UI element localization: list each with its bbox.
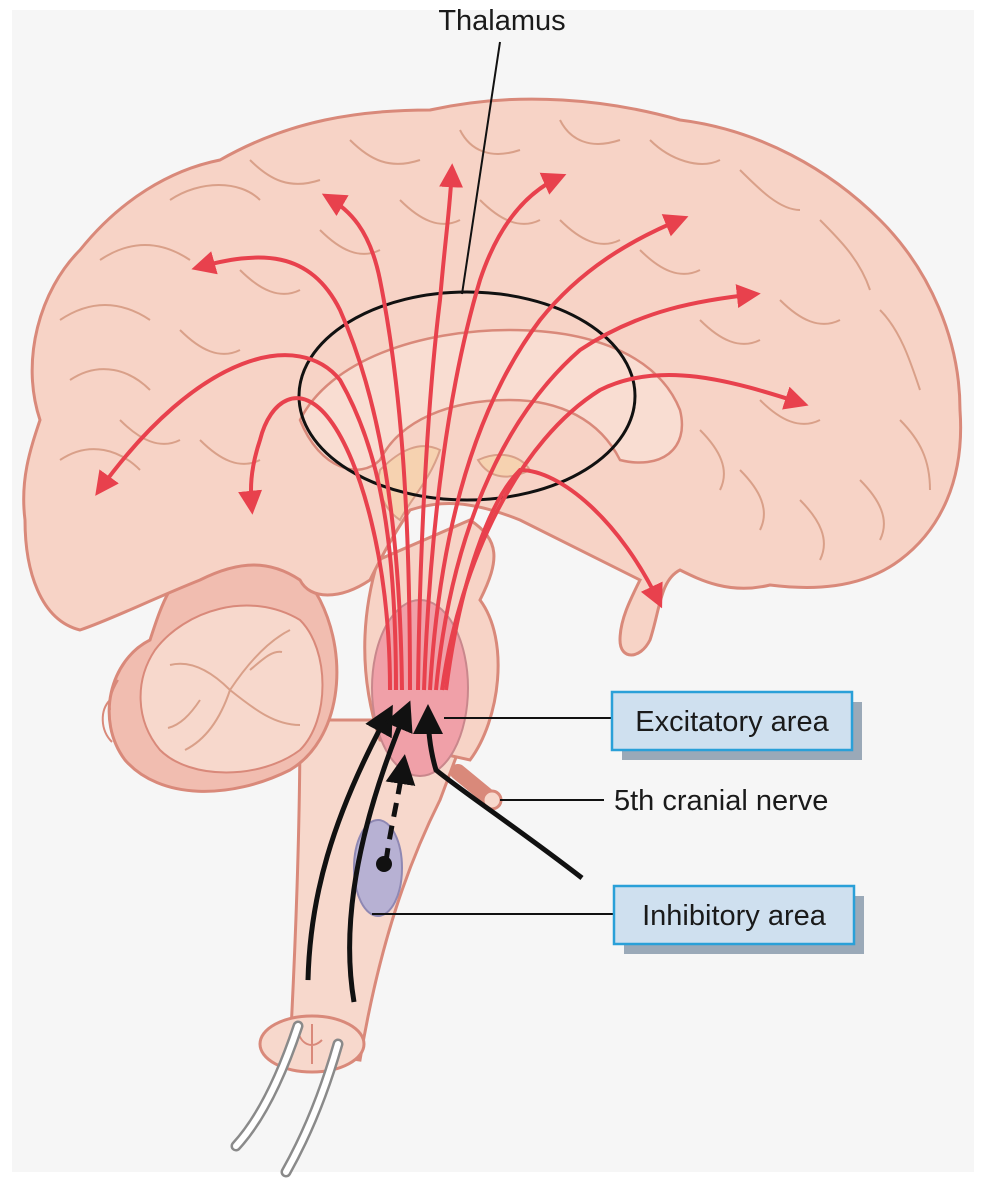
inhibitory-area-label: Inhibitory area: [642, 900, 827, 932]
inhibitory-area-callout: Inhibitory area: [614, 886, 864, 954]
cranial-nerve-label: 5th cranial nerve: [614, 785, 828, 817]
inhibitory-origin-dot: [376, 856, 392, 872]
excitatory-area-label: Excitatory area: [635, 706, 829, 738]
thalamus-label: Thalamus: [438, 5, 565, 37]
excitatory-area-callout: Excitatory area: [612, 692, 862, 760]
